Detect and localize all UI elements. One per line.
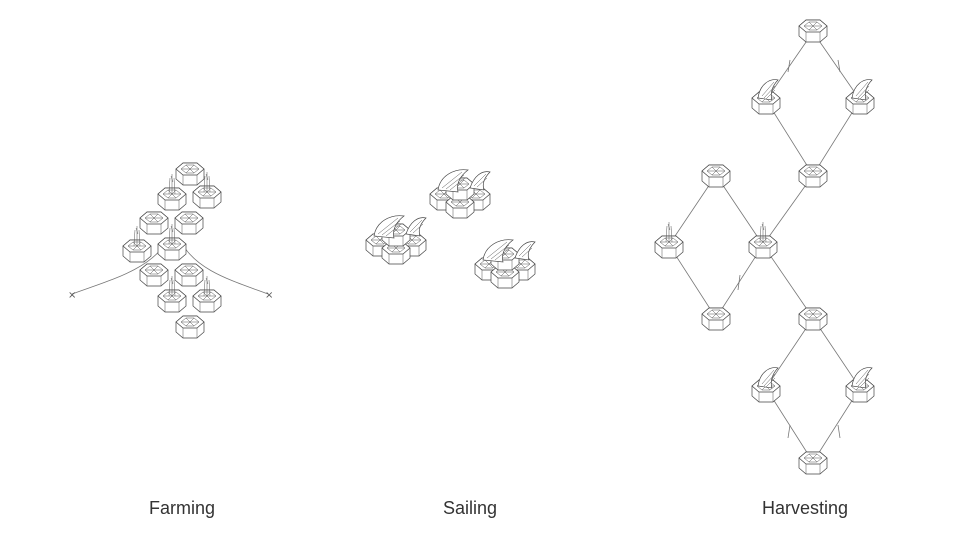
anchor-left-icon: × bbox=[68, 290, 76, 301]
farming-cluster: × × bbox=[68, 162, 273, 339]
caption-harvesting: Harvesting bbox=[761, 498, 849, 518]
sailing-cluster bbox=[366, 170, 535, 288]
harvest-pod bbox=[798, 19, 828, 43]
harvest-pod bbox=[655, 222, 683, 258]
harvesting-network bbox=[655, 19, 874, 475]
farm-pod bbox=[174, 263, 204, 287]
caption-farming: Farming bbox=[148, 498, 215, 518]
sail-group bbox=[475, 240, 535, 288]
harvest-pod bbox=[701, 164, 731, 188]
harvest-pod bbox=[798, 451, 828, 475]
harvest-pod bbox=[752, 80, 780, 114]
harvest-pod bbox=[749, 222, 777, 258]
harvest-pod bbox=[798, 307, 828, 331]
harvest-pod bbox=[846, 80, 874, 114]
farm-pod bbox=[175, 315, 205, 339]
farm-pod bbox=[139, 211, 169, 235]
farm-pod bbox=[139, 263, 169, 287]
anchor-right-icon: × bbox=[265, 290, 273, 301]
caption-sailing: Sailing bbox=[442, 498, 498, 518]
farm-pod bbox=[174, 211, 204, 235]
sail-group bbox=[366, 216, 426, 264]
harvest-pod bbox=[798, 164, 828, 188]
sail-group bbox=[430, 170, 490, 218]
harvest-pod bbox=[701, 307, 731, 331]
farm-pod bbox=[175, 162, 205, 186]
